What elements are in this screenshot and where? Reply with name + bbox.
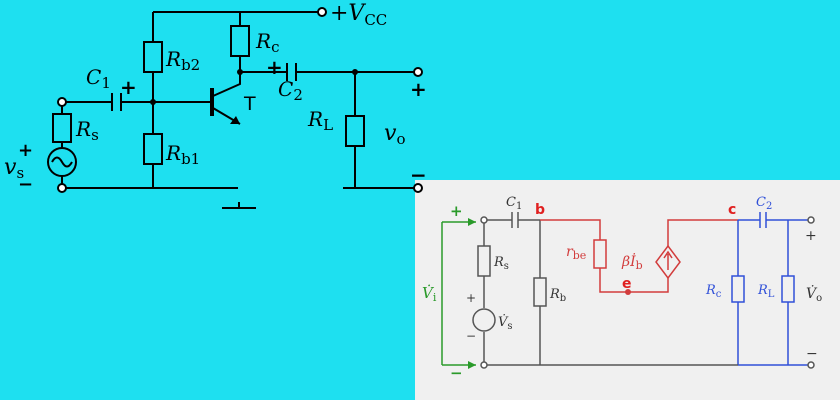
ss-input-terminal xyxy=(480,216,488,224)
vi-bottom-arrowhead xyxy=(468,361,476,369)
vi-plus: + xyxy=(450,202,463,220)
ss-vo-label: V̇o xyxy=(806,284,822,304)
c2-label: C2 xyxy=(278,77,303,104)
rbe-label: rbe xyxy=(566,244,586,262)
output-minus-label: − xyxy=(410,163,427,187)
rb2-resistor xyxy=(143,41,163,73)
beta-ib-label: βİb xyxy=(621,252,643,272)
c1-plus: + xyxy=(120,75,137,99)
rl-label: RL xyxy=(307,107,333,134)
rc-resistor xyxy=(230,25,250,57)
ss-rb xyxy=(533,277,547,307)
node-c-label: c xyxy=(728,202,736,218)
ss-out-minus: − xyxy=(806,346,818,362)
input-terminal xyxy=(57,97,67,107)
collector-node-dot xyxy=(237,69,243,75)
rbe-resistor xyxy=(593,239,607,269)
node-b-label: b xyxy=(535,202,545,218)
output-minus-terminal xyxy=(413,183,423,193)
emitter-arrow xyxy=(230,116,240,124)
ss-output-plus-terminal xyxy=(807,216,815,224)
vi-label: V̇i xyxy=(422,284,437,304)
ground-symbol xyxy=(222,202,256,209)
ss-c2 xyxy=(759,212,767,228)
beta-ib-arrow xyxy=(663,250,673,270)
beta-ib-source xyxy=(655,244,681,280)
ss-rl xyxy=(781,275,795,303)
vcc-terminal xyxy=(317,7,327,17)
vi-minus: − xyxy=(450,364,463,382)
rb2-label: Rb2 xyxy=(165,47,200,74)
ss-c2-label: C2 xyxy=(756,195,772,212)
ss-output-minus-terminal xyxy=(807,361,815,369)
vcc-label: +VCC xyxy=(330,1,387,29)
ss-vs-source xyxy=(472,308,496,332)
ss-rs-label: Rs xyxy=(493,255,509,272)
ss-c1-label: C1 xyxy=(506,195,522,212)
ss-vs-label: V̇s xyxy=(498,314,513,332)
output-plus-terminal xyxy=(413,67,423,77)
rbe-path xyxy=(540,219,738,293)
rl-resistor xyxy=(345,115,365,147)
ss-out-plus: + xyxy=(805,228,817,244)
small-signal-equivalent-circuit: + − V̇i C1 b Rs + − V̇s Rb rbe e βİb xyxy=(422,195,822,382)
node-e-label: e xyxy=(622,276,632,292)
ss-rl-label: RL xyxy=(757,283,775,300)
vs-source xyxy=(47,147,77,177)
c1-capacitor xyxy=(111,93,122,111)
c2-plus: + xyxy=(266,55,283,79)
rs-resistor xyxy=(52,113,72,143)
node-e-dot xyxy=(625,289,631,295)
transistor-collector xyxy=(212,72,241,97)
vs-plus: + xyxy=(18,140,33,161)
ss-vs-plus: + xyxy=(466,291,476,305)
ss-rb-label: Rb xyxy=(549,287,566,304)
ss-rc-label: Rc xyxy=(705,283,722,300)
output-plus-label: + xyxy=(410,77,427,101)
rl-node-dot xyxy=(352,69,358,75)
vs-source-wave xyxy=(51,156,73,168)
top-amplifier-circuit: +VCC Rb2 Rc C1 + T + C2 + RL xyxy=(4,1,427,209)
input-minus-terminal xyxy=(57,183,67,193)
vs-label: vs xyxy=(4,155,24,182)
ss-c1 xyxy=(511,212,519,228)
c2-capacitor xyxy=(286,63,297,81)
rs-label: Rs xyxy=(75,117,99,144)
transistor-label: T xyxy=(243,93,256,115)
rb1-label: Rb1 xyxy=(165,141,200,168)
ss-input-minus-terminal xyxy=(480,361,488,369)
ss-rc xyxy=(731,275,745,303)
ss-vs-minus: − xyxy=(466,329,476,343)
vi-top-arrowhead xyxy=(468,218,476,226)
rb1-resistor xyxy=(143,133,163,165)
ss-rs xyxy=(477,245,491,277)
vo-label: vo xyxy=(384,121,405,148)
rc-label: Rc xyxy=(255,29,279,56)
c1-label: C1 xyxy=(86,65,111,92)
vs-minus: − xyxy=(18,174,33,195)
